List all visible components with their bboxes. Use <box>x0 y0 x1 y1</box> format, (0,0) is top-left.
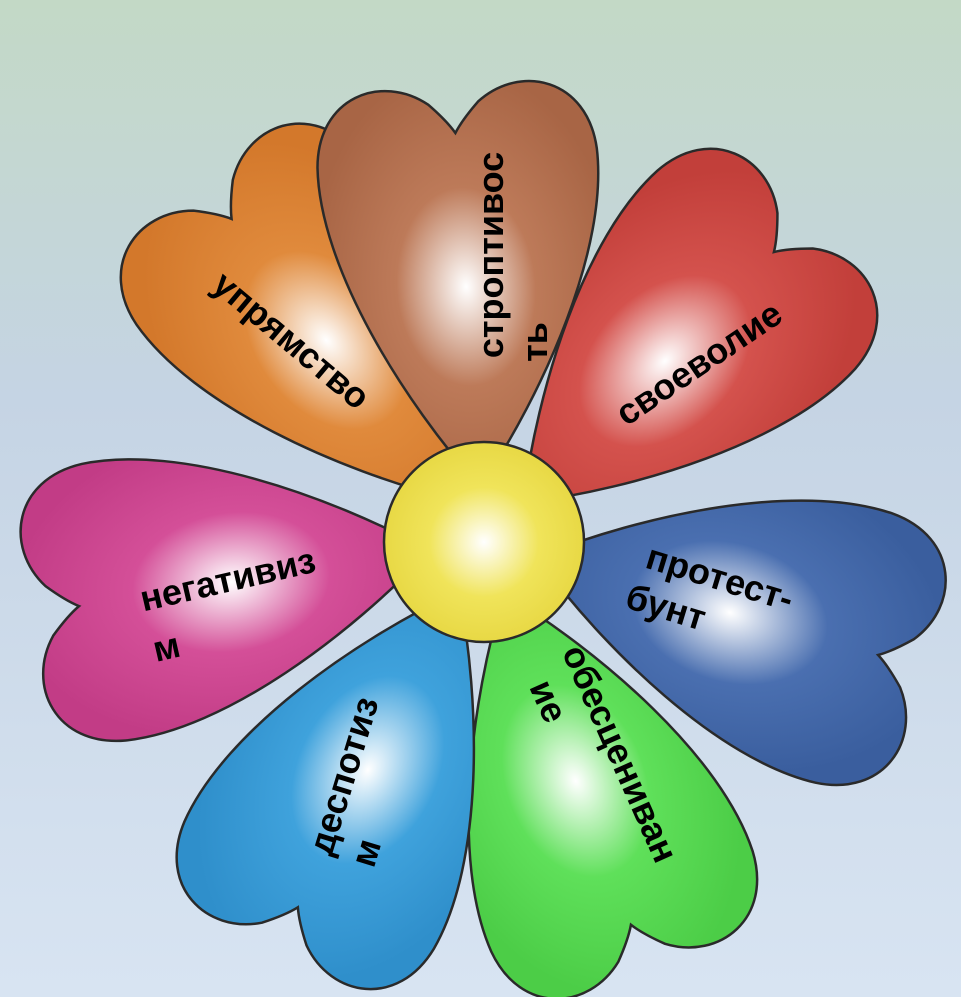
petal-despotism <box>175 589 476 991</box>
petal-negativism <box>19 458 432 743</box>
petal-obstinacy <box>316 79 600 490</box>
petal-self-will <box>521 147 879 505</box>
flower-center <box>382 440 586 644</box>
petal-protest <box>534 499 947 787</box>
petal-devaluation <box>467 591 759 997</box>
label-obstinacy: строптивос ть <box>470 142 555 362</box>
